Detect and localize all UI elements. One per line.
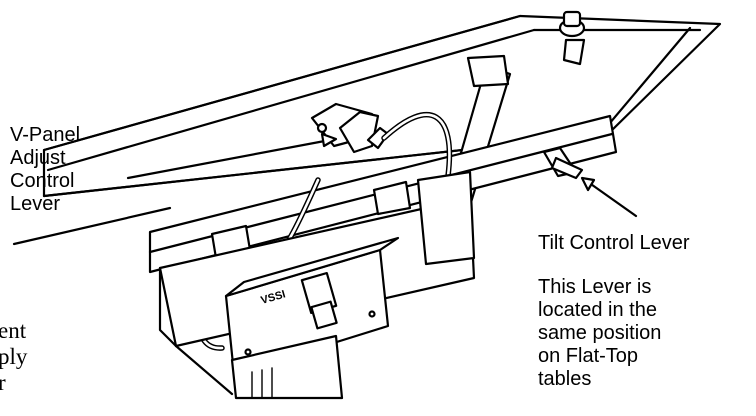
vpanel-leader (126, 138, 332, 180)
tilt-leader (586, 180, 638, 218)
tabletop-board (42, 14, 722, 198)
clamp-knob (558, 10, 586, 66)
cropped-text-fragment: ent ply r (0, 318, 28, 395)
vpanel-label: V-Panel Adjust Control Lever (10, 124, 81, 215)
tilt-lever-note: This Lever is located in the same positi… (538, 276, 662, 390)
tilt-arrowhead (580, 176, 596, 192)
control-box (224, 236, 400, 376)
leader-lines (12, 132, 638, 246)
rail-line (12, 206, 172, 246)
tilt-lever (542, 146, 584, 180)
pedestal (230, 334, 344, 400)
tilt-lever-label: Tilt Control Lever (538, 232, 690, 254)
vpanel-arrowhead (320, 132, 338, 148)
